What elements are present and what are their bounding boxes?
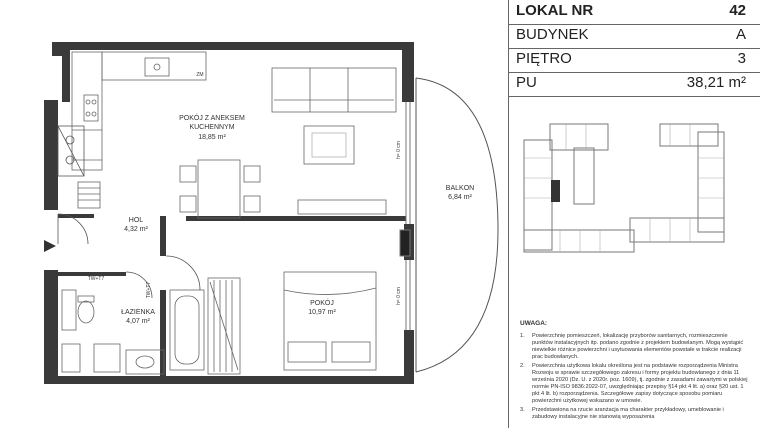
pietro-label: PIĘTRO bbox=[516, 50, 572, 67]
balcony-outline bbox=[415, 77, 499, 373]
height-mark-2: h= 0 cm bbox=[396, 287, 402, 305]
walls bbox=[44, 42, 414, 384]
room-balcony-area: 6,84 m² bbox=[448, 194, 472, 201]
floor-plan: POKÓJ Z ANEKSEM KUCHENNYM 18,85 m² HOL 4… bbox=[44, 42, 499, 384]
notes-section: UWAGA: 1. Powierzchnię pomieszczeń, loka… bbox=[520, 320, 748, 423]
height-mark-1: h= 0 cm bbox=[396, 141, 402, 159]
mark-tw: TW+T7 bbox=[88, 276, 105, 282]
room-bathroom-name: ŁAZIENKA bbox=[121, 309, 155, 316]
pu-label: PU bbox=[516, 74, 537, 91]
sofa bbox=[271, 67, 397, 113]
room-bedroom-area: 10,97 m² bbox=[308, 309, 336, 316]
note-item: 3. Przedstawiona na rzucie aranżacja ma … bbox=[520, 407, 724, 420]
note-item: 2. Powierzchnia użytkowa lokalu określon… bbox=[520, 363, 748, 404]
budynek-value: A bbox=[735, 26, 746, 43]
room-hall-area: 4,32 m² bbox=[124, 226, 148, 233]
room-hall-name: HOL bbox=[129, 217, 144, 224]
note-item: 1. Powierzchnię pomieszczeń, lokalizację… bbox=[520, 333, 744, 360]
dining-table bbox=[179, 159, 261, 219]
lokal-label: LOKAL NR bbox=[516, 2, 594, 19]
unit-highlight bbox=[551, 180, 560, 202]
mark-zm: ZM bbox=[196, 72, 203, 78]
building-key-plan bbox=[523, 123, 725, 253]
room-balcony-name: BALKON bbox=[446, 185, 474, 192]
bed bbox=[283, 271, 377, 371]
bathroom-fixtures bbox=[61, 289, 205, 375]
info-panel: LOKAL NR 42 BUDYNEK A PIĘTRO 3 PU 38,21 … bbox=[508, 0, 760, 428]
pu-value: 38,21 m² bbox=[686, 74, 746, 91]
room-living-area: 18,85 m² bbox=[198, 134, 226, 141]
pietro-row: PIĘTRO 3 bbox=[516, 50, 746, 72]
room-living-name-1: POKÓJ Z ANEKSEM bbox=[179, 113, 245, 122]
room-living-name-2: KUCHENNYM bbox=[189, 124, 234, 131]
room-bedroom-name: POKÓJ bbox=[310, 298, 334, 307]
budynek-row: BUDYNEK A bbox=[516, 26, 746, 48]
notes-heading: UWAGA: bbox=[520, 320, 548, 327]
pu-row: PU 38,21 m² bbox=[516, 74, 746, 96]
lokal-value: 42 bbox=[729, 2, 746, 19]
pietro-value: 3 bbox=[737, 50, 746, 67]
budynek-label: BUDYNEK bbox=[516, 26, 589, 43]
kitchen-counter bbox=[71, 51, 207, 209]
room-bathroom-area: 4,07 m² bbox=[126, 318, 150, 325]
coffee-table bbox=[303, 125, 355, 165]
mark-tw-2: TW+T7 bbox=[146, 282, 152, 299]
lokal-row: LOKAL NR 42 bbox=[516, 2, 746, 24]
